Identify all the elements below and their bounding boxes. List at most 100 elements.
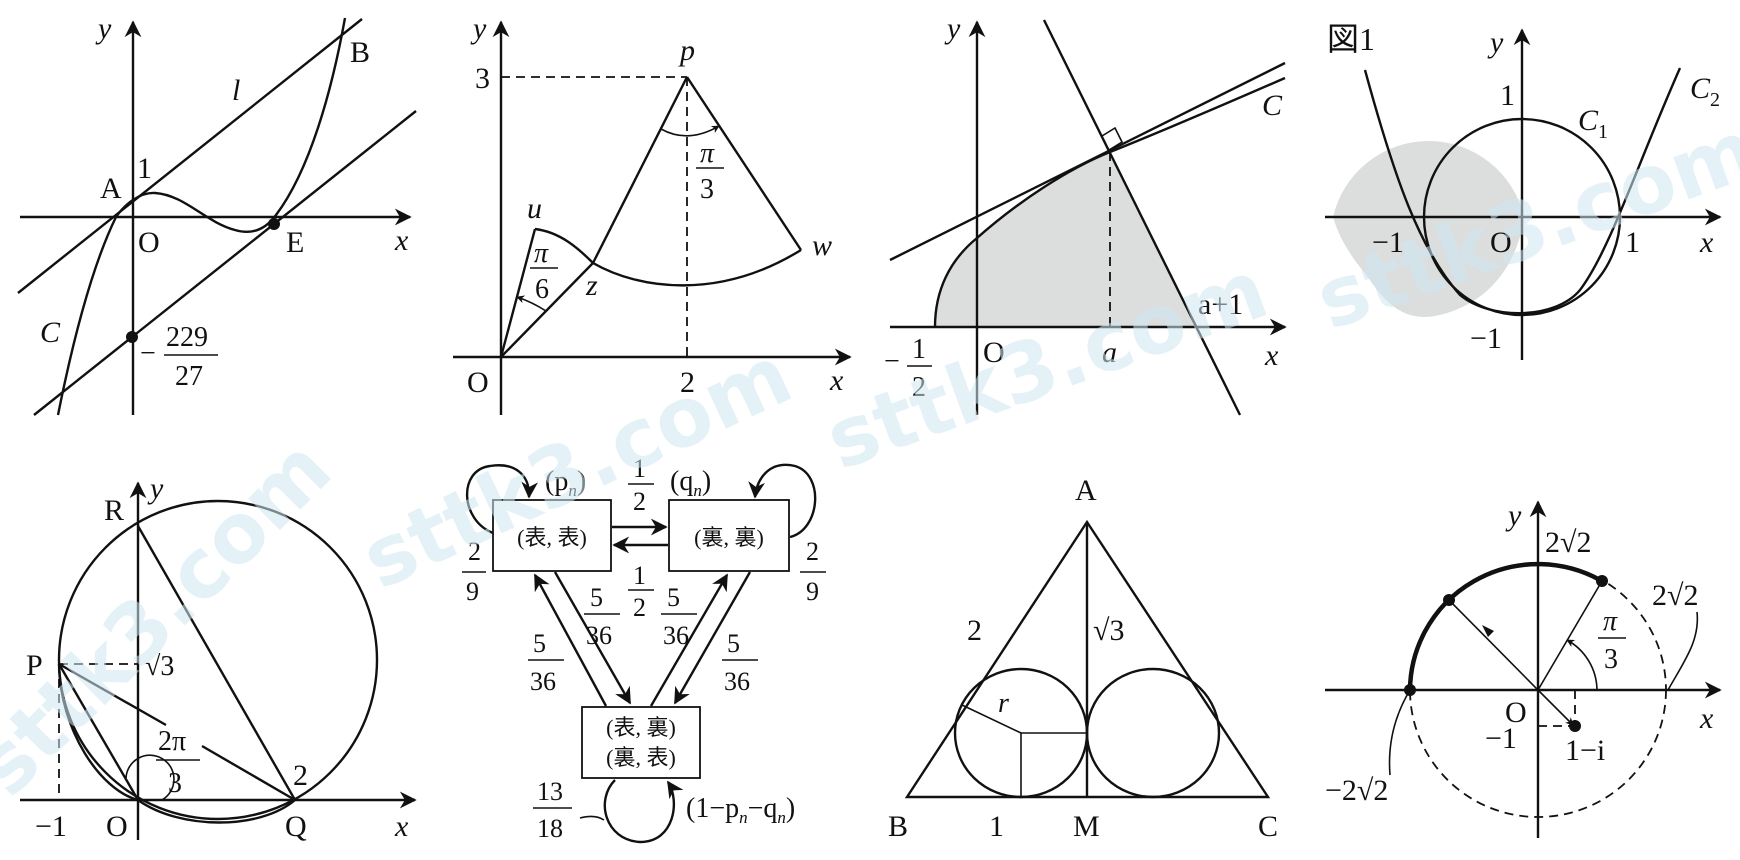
prob-hh-mixed-numerator: 5 [590,583,603,612]
vertex-A-label: A [1075,474,1097,507]
segment-zp [591,76,689,264]
angle-arc-2pi3 [125,754,175,801]
curve-C1-subscript: 1 [1598,121,1608,143]
point-B-label: B [350,36,370,69]
x-axis-label: x [1699,702,1714,735]
leader-13-18 [579,815,605,821]
panel-circle-pqr: y x R P Q O −1 2 √3 2π 3 [20,472,417,843]
start-denominator: 2 [912,372,926,403]
angle-pi3-denominator: 3 [700,174,714,205]
left-radius-label: −2√2 [1325,774,1388,807]
arc-zw [592,248,802,287]
tick-x-neg1: −1 [35,810,67,843]
vector-1-minus-i [1537,689,1574,726]
point-p-label: p [678,34,695,67]
state-tails-heads: (裏, 表) [606,745,676,770]
tick-x-1: 1 [1625,226,1640,259]
angle-2pi3-numerator: 2π [158,726,186,757]
segment-PO [57,663,140,801]
self-loop-tt [748,463,817,539]
tick-sqrt3: √3 [145,651,174,682]
state-heads-tails: (表, 裏) [606,715,676,740]
panel-sector-graph: y x O 3 2 p u z w π 3 π 6 [453,12,852,415]
arrow-tt-to-mixed [673,571,752,705]
angle-pi3-numerator: π [700,138,715,169]
panel-cubic-graph: y x O A 1 B E l C − 229 27 [17,12,417,416]
arrow-mixed-to-tt [649,573,729,707]
origin-label: O [106,810,128,843]
point-w-label: w [812,229,832,262]
angle-pi3-numerator: π [1603,606,1618,637]
prob-mixed-tt-denominator: 36 [663,621,689,650]
prob-tt-mixed-numerator: 5 [727,629,740,658]
vertex-C-label: C [1258,810,1278,843]
state-heads-heads: (表, 表) [517,525,587,550]
big-circle [57,499,379,821]
self-loop-hh [465,464,539,535]
origin-label: O [1490,226,1512,259]
prob-hh-self-numerator: 2 [468,537,481,566]
start-numerator: 1 [912,334,926,365]
y-axis-label: y [1505,499,1522,532]
leader-left [1388,689,1411,776]
radius-r [961,704,1022,734]
point-1-minus-i-label: 1−i [1565,734,1605,767]
segment-to-origin [1448,599,1539,691]
segment-RQ [136,525,297,801]
curve-C2 [1363,67,1682,315]
curve-C-label: C [1262,89,1283,122]
arrow-mixed-to-hh [533,573,608,707]
point-Q-label: Q [285,810,307,843]
intercept-sign: − [140,338,156,369]
top-radius-label: 2√2 [1545,526,1591,559]
origin-label: O [467,366,489,399]
right-circle [1085,667,1221,799]
prob-tt-self-numerator: 2 [806,537,819,566]
curve-C1-label: C [1578,104,1599,137]
prob-hh-tt-numerator: 1 [633,454,646,483]
panel-triangle-circles: A B C M 1 2 √3 r [888,474,1278,843]
radius-label: r [998,688,1009,719]
tick-y-1: 1 [1500,79,1515,112]
arc-uz [534,227,594,264]
origin-label: O [1505,696,1527,729]
direction-arrow-icon [1482,625,1494,637]
tick-x-2: 2 [680,366,695,399]
prob-mixed-self-numerator: 13 [537,777,563,806]
point-A-label: A [100,172,122,205]
half-base-label: 1 [989,810,1004,843]
prob-mixed-tt-numerator: 5 [667,583,680,612]
label-qn-open: (qn) [670,466,711,500]
tick-a-plus-1: a+1 [1198,288,1243,321]
x-axis-label: x [1699,226,1714,259]
prob-tt-hh-denominator: 2 [633,593,646,622]
prob-mixed-hh-numerator: 5 [533,629,546,658]
angle-pi6-numerator: π [534,238,549,269]
origin-label: O [983,336,1005,369]
label-pn-open: (pn) [545,466,586,500]
prob-hh-self-denominator: 9 [466,577,479,606]
start-sign: − [884,346,900,377]
tick-x-neg1: −1 [1372,226,1404,259]
prob-mixed-hh-denominator: 36 [530,667,556,696]
y-axis-label: y [1487,26,1504,59]
curve-C [56,17,347,416]
prob-hh-mixed-denominator: 36 [586,621,612,650]
point-R-label: R [104,494,124,527]
panel-complex-plane: y x O −1 1−i 2√2 2√2 −2√2 π 3 [1325,499,1722,838]
state-box-mixed [581,706,701,779]
angle-arc-pi3 [660,125,720,137]
tick-x-2: 2 [293,759,308,792]
segment-P-to-label [58,662,167,727]
normal-line [1042,19,1242,416]
y-axis-label: y [944,12,961,45]
prob-tt-mixed-denominator: 36 [724,667,750,696]
height-label: √3 [1093,614,1124,647]
tangent-line-E [33,110,417,416]
y-axis-label: y [470,12,487,45]
angle-arc-pi6 [516,295,547,312]
curve-C-label: C [40,316,61,349]
intercept-dot [126,331,138,343]
curve-C2-subscript: 2 [1710,89,1720,111]
